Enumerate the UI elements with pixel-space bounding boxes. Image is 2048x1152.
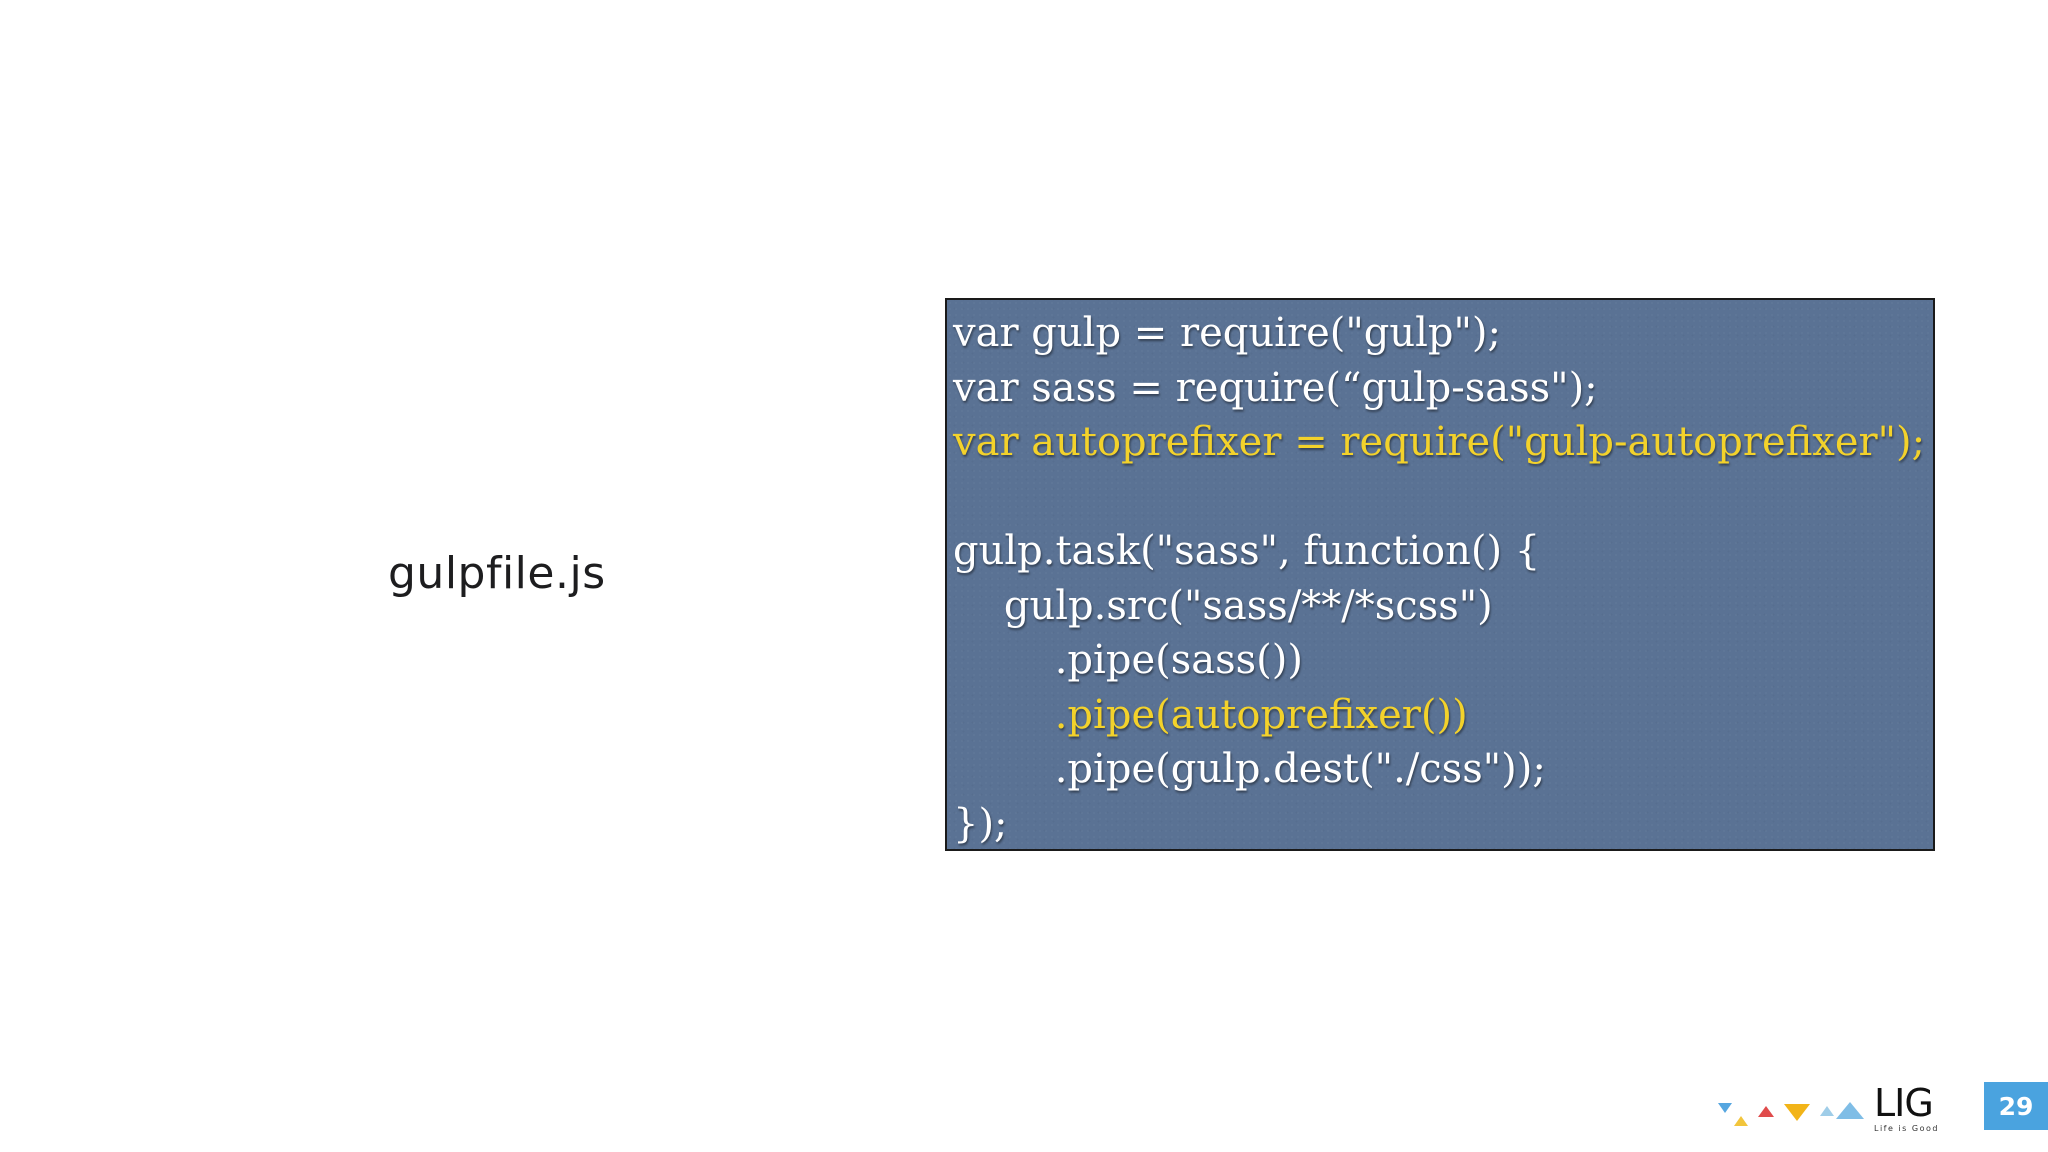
triangle-down-yellow-icon <box>1784 1104 1810 1121</box>
code-line-7: .pipe(sass()) <box>953 637 1303 683</box>
code-line-1: var gulp = require("gulp"); <box>953 310 1501 356</box>
triangle-down-blue-icon <box>1718 1103 1732 1113</box>
lig-logo: LIG Life is Good <box>1874 1084 1954 1134</box>
triangle-up-lightblue-icon <box>1820 1106 1834 1116</box>
triangle-up-yellow-icon <box>1734 1116 1748 1126</box>
code-line-3-highlighted: var autoprefixer = require("gulp-autopre… <box>953 419 1926 465</box>
code-line-10: }); <box>953 800 1008 847</box>
decorative-triangles <box>1718 1088 1878 1138</box>
code-line-4-blank <box>953 470 1933 525</box>
logo-mark: LIG <box>1874 1081 1934 1125</box>
slide-footer: LIG Life is Good 29 <box>1708 1072 2048 1152</box>
code-line-2: var sass = require(“gulp-sass"); <box>953 364 1598 411</box>
triangle-up-blue-icon <box>1836 1102 1864 1119</box>
code-line-6: gulp.src("sass/**/*scss") <box>953 582 1493 629</box>
page-number-badge: 29 <box>1984 1082 2048 1130</box>
code-block: var gulp = require("gulp"); var sass = r… <box>945 298 1935 851</box>
triangle-up-red-icon <box>1758 1106 1774 1117</box>
code-line-9: .pipe(gulp.dest("./css")); <box>953 746 1546 792</box>
slide-label: gulpfile.js <box>388 548 606 599</box>
code-line-8-highlighted: .pipe(autoprefixer()) <box>953 691 1468 738</box>
logo-tagline: Life is Good <box>1874 1124 1939 1133</box>
code-line-5: gulp.task("sass", function() { <box>953 528 1541 574</box>
